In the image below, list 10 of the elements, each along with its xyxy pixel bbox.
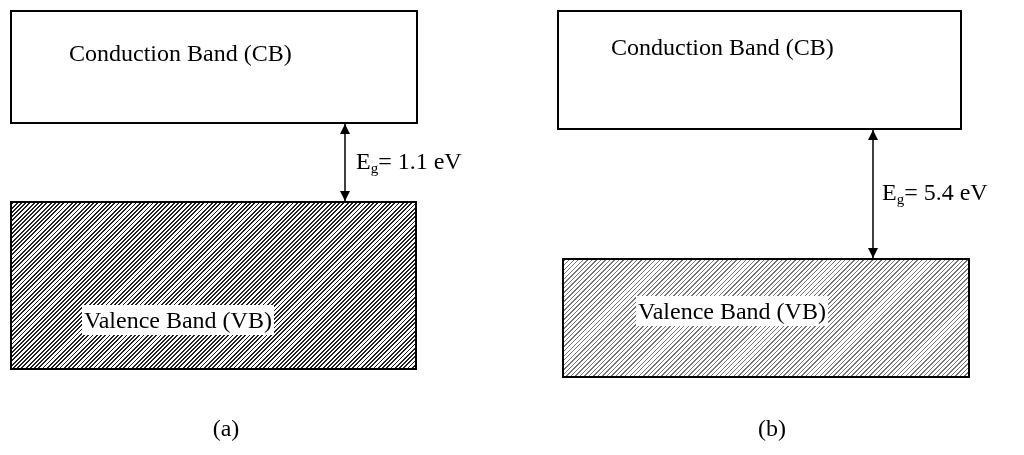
band-label: Valence Band (VB) [636,296,828,326]
panel-label: (b) [758,415,786,442]
energy-band-box [557,10,962,130]
panel-label: (a) [212,415,240,442]
energy-band-box [562,258,970,378]
energy-band-box [10,10,418,124]
energy-band-box [10,201,417,370]
double-arrow [340,123,350,202]
band-label: Valence Band (VB) [82,305,274,335]
double-arrow [868,129,878,259]
